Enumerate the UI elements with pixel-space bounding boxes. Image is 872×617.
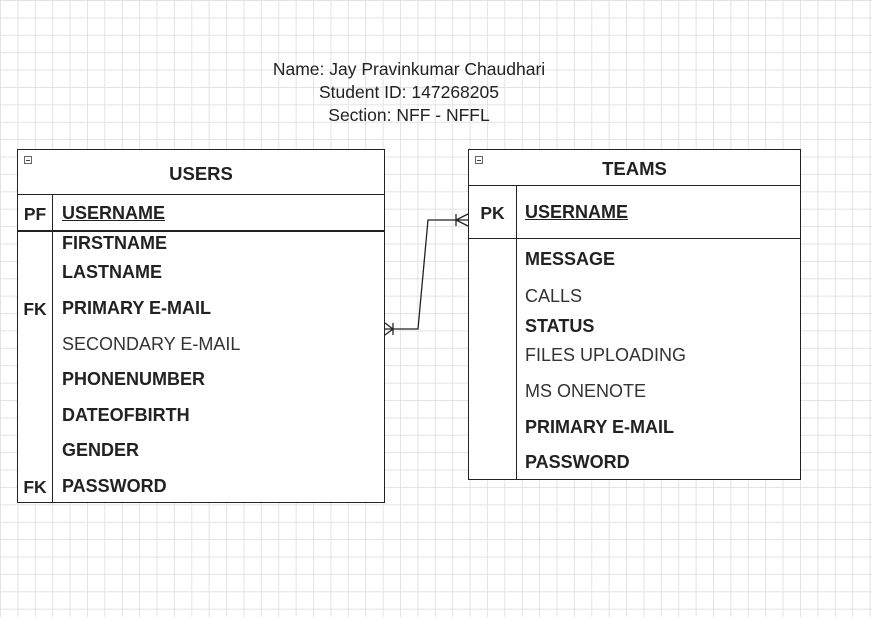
teams-crowfoot <box>455 213 469 221</box>
users-attr-primary-email: PRIMARY E-MAIL <box>62 298 212 318</box>
teams-crowfoot <box>455 219 469 227</box>
teams-attr-message: MESSAGE <box>525 249 616 269</box>
teams-entity[interactable]: TEAMS PK USERNAME MESSAGE CALLS STATUS F… <box>468 149 801 480</box>
teams-title-divider <box>469 185 800 186</box>
users-attr-gender: GENDER <box>62 440 140 460</box>
users-pk-divider <box>18 230 384 232</box>
users-attr-phonenumber: PHONENUMBER <box>62 369 206 389</box>
teams-attr-calls: CALLS <box>525 286 583 306</box>
teams-attr-primary-email: PRIMARY E-MAIL <box>525 417 675 437</box>
users-entity[interactable]: USERS PF USERNAME FK FK FIRSTNAME LASTNA… <box>17 149 385 503</box>
teams-pk-divider <box>469 238 800 239</box>
users-crowfoot <box>384 328 394 336</box>
teams-attr-password: PASSWORD <box>525 452 630 472</box>
relationship-line <box>385 219 468 330</box>
users-attr-lastname: LASTNAME <box>62 262 162 282</box>
users-pk-field: USERNAME <box>62 203 166 223</box>
users-attr-secondary-email: SECONDARY E-MAIL <box>62 334 241 354</box>
student-name: Name: Jay Pravinkumar Chaudhari <box>272 59 546 79</box>
teams-pk-field: USERNAME <box>525 202 629 222</box>
teams-key-column-divider <box>516 185 517 479</box>
users-attr-key: FK <box>23 299 47 319</box>
teams-entity-title: TEAMS <box>602 158 667 179</box>
teams-attr-ms-onenote: MS ONENOTE <box>525 381 647 401</box>
teams-attr-status: STATUS <box>525 316 595 336</box>
users-attr-dateofbirth: DATEOFBIRTH <box>62 405 190 425</box>
header-block: Name: Jay Pravinkumar Chaudhari Student … <box>209 58 609 127</box>
users-attr-firstname: FIRSTNAME <box>62 233 167 253</box>
users-title-divider <box>18 194 384 195</box>
collapse-icon[interactable] <box>475 156 483 164</box>
teams-attr-files-uploading: FILES UPLOADING <box>525 345 687 365</box>
student-id: Student ID: 147268205 <box>318 82 499 102</box>
users-attr-password: PASSWORD <box>62 476 167 496</box>
users-key-column-divider <box>52 194 53 502</box>
section: Section: NFF - NFFL <box>328 105 490 125</box>
teams-pk-label: PK <box>480 203 505 223</box>
collapse-icon[interactable] <box>24 156 32 164</box>
users-crowfoot <box>384 322 394 330</box>
users-pk-label: PF <box>23 204 47 224</box>
users-attr-key: FK <box>23 477 47 497</box>
users-entity-title: USERS <box>169 163 233 184</box>
